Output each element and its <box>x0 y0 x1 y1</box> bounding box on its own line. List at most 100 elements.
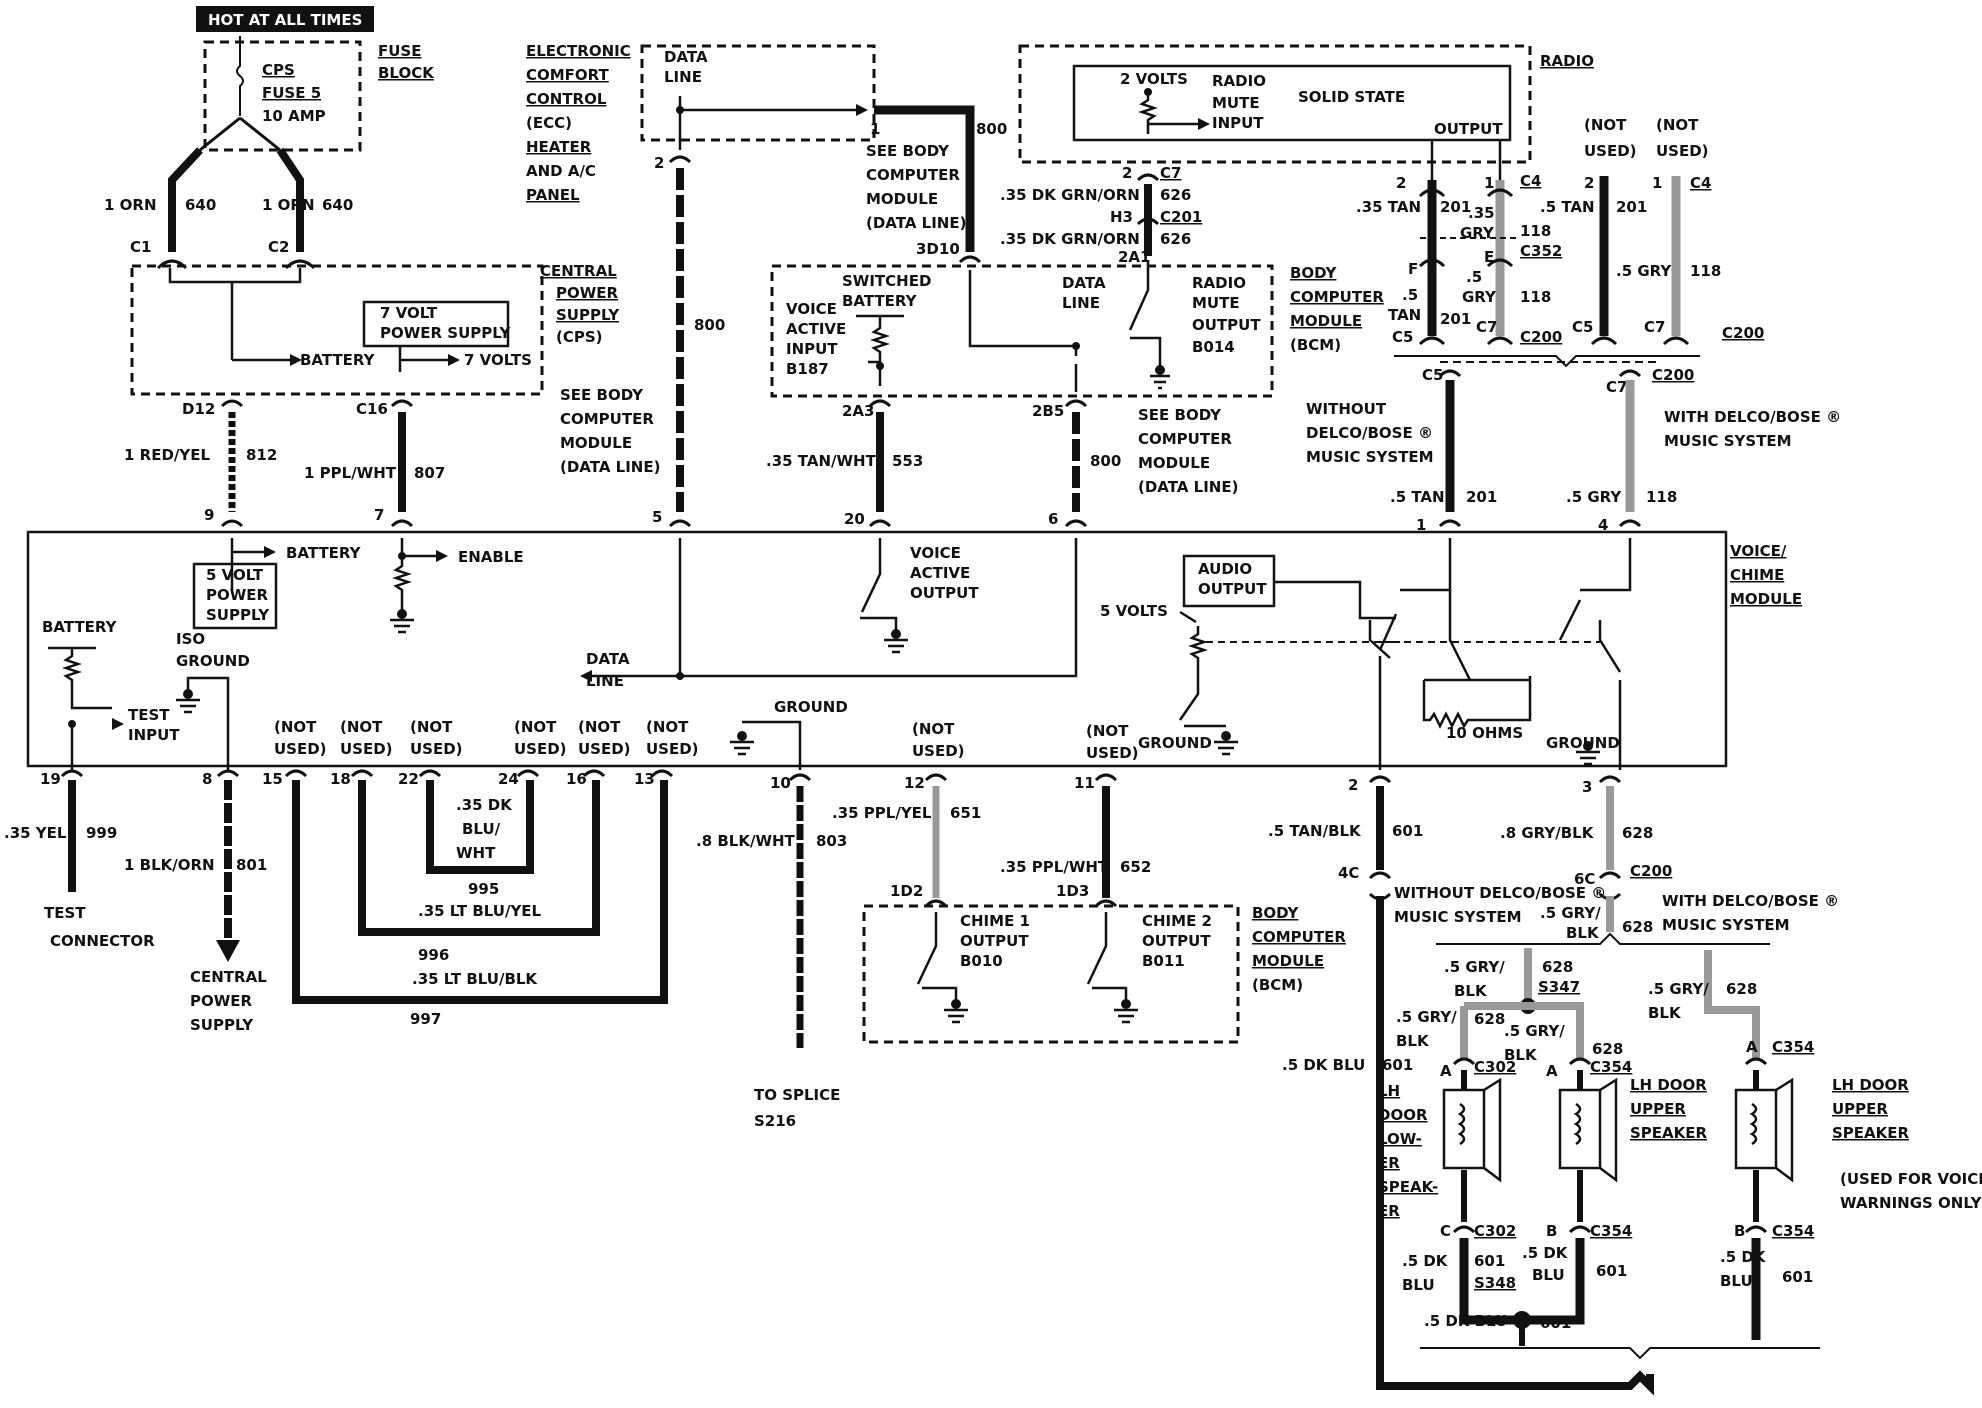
diagram-label: WARNINGS ONLY) <box>1840 1194 1982 1212</box>
diagram-label: C354 <box>1772 1038 1814 1056</box>
diagram-label: A <box>1440 1062 1452 1080</box>
diagram-label: BLU <box>1720 1272 1753 1290</box>
wire-blk-wht: .8 BLK/WHT <box>696 832 796 850</box>
to-splice-label: TO SPLICE <box>754 1086 840 1104</box>
diagram-label: 601 <box>1382 1056 1413 1074</box>
diagram-label: 2 <box>1122 164 1132 182</box>
diagram-label: (NOT <box>912 720 955 738</box>
diagram-label: C7 <box>1160 164 1181 182</box>
conn-d12: D12 <box>182 400 215 418</box>
diagram-label: COMPUTER <box>1252 928 1346 946</box>
diagram-label: .5 GRY <box>1566 488 1622 506</box>
diagram-label: 1 <box>870 120 880 138</box>
diagram-label: 1 <box>1484 174 1494 192</box>
diagram-label: A <box>1746 1038 1758 1056</box>
diagram-label: (BCM) <box>1290 336 1341 354</box>
diagram-label: 652 <box>1120 858 1151 876</box>
diagram-label: INPUT <box>1212 114 1264 132</box>
diagram-label: 10 OHMS <box>1446 724 1523 742</box>
diagram-label: C5 <box>1392 328 1413 346</box>
diagram-label: SEE BODY <box>1138 406 1222 424</box>
diagram-label: .35 <box>1468 204 1495 222</box>
diagram-label: 20 <box>844 510 865 528</box>
diagram-label: MODULE <box>1138 454 1210 472</box>
diagram-label: 7 <box>374 506 384 524</box>
diagram-label: MODULE <box>560 434 632 452</box>
diagram-label: LINE <box>1062 294 1100 312</box>
diagram-label: POWER <box>556 284 619 302</box>
diagram-label: 10 <box>770 774 791 792</box>
seven-volt-supply <box>362 300 510 348</box>
diagram-label: MUSIC SYSTEM <box>1306 448 1434 466</box>
diagram-label: H3 <box>1110 208 1133 226</box>
diagram-label: C200 <box>1520 328 1562 346</box>
diagram-label: USED) <box>410 740 463 758</box>
diagram-label: 2 <box>1348 776 1358 794</box>
diagram-label: C7 <box>1476 318 1497 336</box>
diagram-label: RADIO <box>1212 72 1266 90</box>
bcm-title-bottom: BODY <box>1252 904 1300 922</box>
diagram-label: MUSIC SYSTEM <box>1662 916 1790 934</box>
diagram-label: C4 <box>1520 172 1541 190</box>
diagram-label: .5 GRY/ <box>1540 904 1601 922</box>
wire-lt-blu-yel: .35 LT BLU/YEL <box>418 902 542 920</box>
diagram-label: S347 <box>1538 978 1580 996</box>
diagram-label: 24 <box>498 770 519 788</box>
diagram-label: B <box>1546 1222 1557 1240</box>
diagram-label: S216 <box>754 1112 796 1130</box>
fuse-box <box>203 40 362 152</box>
diagram-label: 2A1 <box>1118 248 1150 266</box>
diagram-label: 9 <box>204 506 214 524</box>
diagram-label: 7 VOLT <box>380 304 438 322</box>
wire-dk-blu-bottom: .5 DK BLU <box>1424 1312 1507 1330</box>
diagram-label: C302 <box>1474 1222 1516 1240</box>
diagram-label: 803 <box>816 832 847 850</box>
wire-ppl-wht-652: .35 PPL/WHT <box>1000 858 1109 876</box>
diagram-label: ER <box>1378 1202 1400 1220</box>
diagram-label: B011 <box>1142 952 1185 970</box>
diagram-label: 628 <box>1726 980 1757 998</box>
diagram-label: 601 <box>1392 822 1423 840</box>
diagram-label: 626 <box>1160 186 1191 204</box>
diagram-label: .35 TAN <box>1356 198 1421 216</box>
hot-label: HOT AT ALL TIMES <box>208 11 362 29</box>
diagram-label: .5 DK <box>1720 1248 1767 1266</box>
diagram-label: OUTPUT <box>1192 316 1261 334</box>
conn-c2: C2 <box>268 238 289 256</box>
diagram-label: USED) <box>514 740 567 758</box>
diagram-label: BATTERY <box>42 618 118 636</box>
diagram-label: .5 <box>1466 268 1482 286</box>
diagram-label: (CPS) <box>556 328 603 346</box>
diagram-label: SUPPLY <box>206 606 270 624</box>
wire-red-yel: 1 RED/YEL <box>124 446 210 464</box>
diagram-label: B014 <box>1192 338 1235 356</box>
wire-ppl-yel: .35 PPL/YEL <box>832 804 932 822</box>
cps-title1: CENTRAL <box>540 262 617 280</box>
diagram-label: OUTPUT <box>910 584 979 602</box>
diagram-label: C <box>1440 1222 1451 1240</box>
diagram-label: LOW- <box>1378 1130 1422 1148</box>
ecc-box <box>640 44 876 142</box>
diagram-label: (NOT <box>1086 722 1129 740</box>
ecc-title: ELECTRONIC <box>526 42 631 60</box>
diagram-label: 15 <box>262 770 283 788</box>
diagram-label: 801 <box>236 856 267 874</box>
diagram-label: C352 <box>1520 242 1562 260</box>
diagram-label: UPPER <box>1630 1100 1686 1118</box>
diagram-label: .35 DK GRN/ORN <box>1000 230 1140 248</box>
diagram-label: BLK <box>1396 1032 1430 1050</box>
wire-gry-blk: .8 GRY/BLK <box>1500 824 1595 842</box>
diagram-label: C200 <box>1630 862 1672 880</box>
diagram-label: S348 <box>1474 1274 1516 1292</box>
diagram-label: USED) <box>912 742 965 760</box>
vcm-title: VOICE/ <box>1730 542 1787 560</box>
conn-c1: C1 <box>130 238 151 256</box>
diagram-label: 118 <box>1690 262 1721 280</box>
diagram-label: 4C <box>1338 864 1359 882</box>
voice-chime-module-box <box>26 530 1728 768</box>
diagram-label: 5 VOLT <box>206 566 264 584</box>
diagram-label: COMPUTER <box>1138 430 1232 448</box>
diagram-label: MODULE <box>1730 590 1802 608</box>
diagram-label: DATA <box>586 650 630 668</box>
